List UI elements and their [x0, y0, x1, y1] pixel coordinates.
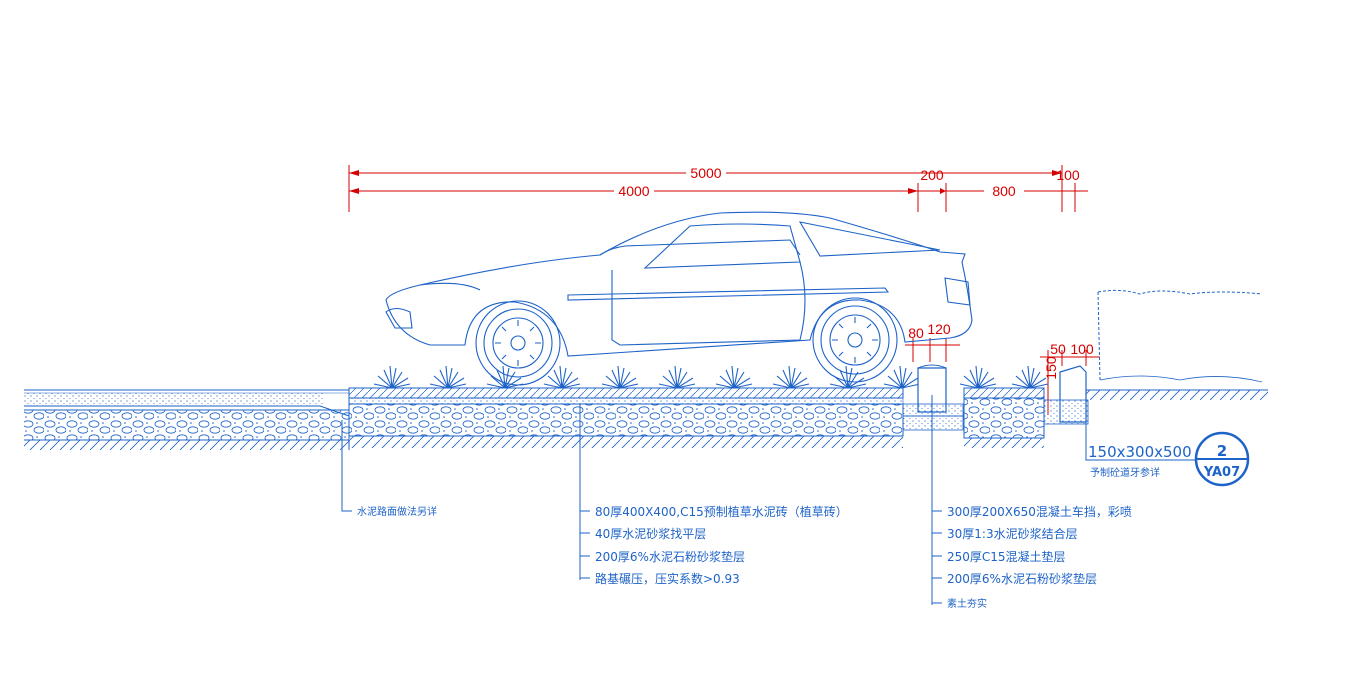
dim-right-vert: 150	[1043, 356, 1059, 380]
leader-lines	[341, 404, 1195, 604]
callout-middle-2: 40厚水泥砂浆找平层	[595, 526, 706, 541]
callout-middle-3: 200厚6%水泥石粉砂浆垫层	[595, 549, 745, 564]
concrete-road-section	[24, 389, 350, 450]
dimension-lines	[348, 165, 1100, 415]
car-illustration	[385, 211, 973, 386]
dimension-labels: 5000 4000 200 800 100 80 120 50 100 150	[614, 164, 1094, 380]
callout-right-5: 素土夯实	[947, 597, 987, 610]
callout-right-1: 300厚200X650混凝土车挡，彩喷	[947, 504, 1132, 519]
grass-paver-section	[348, 387, 904, 448]
section-mark-number: 2	[1217, 442, 1227, 460]
dim-right-b: 100	[1070, 341, 1094, 357]
dim-top-a: 4000	[618, 183, 649, 199]
right-planter-section	[963, 289, 1268, 448]
dim-right-a: 50	[1050, 341, 1066, 357]
curbstone-size: 150x300x500	[1088, 443, 1192, 461]
callout-middle: 80厚400X400,C15预制植草水泥砖（植草砖） 40厚水泥砂浆找平层 20…	[595, 504, 848, 586]
callout-right-2: 30厚1:3水泥砂浆结合层	[947, 526, 1078, 541]
callout-middle-1: 80厚400X400,C15预制植草水泥砖（植草砖）	[595, 504, 848, 519]
callout-right-4: 200厚6%水泥石粉砂浆垫层	[947, 571, 1097, 586]
callout-curbstone: 150x300x500 予制砼道牙参详	[1088, 443, 1192, 479]
callout-left: 水泥路面做法另详	[357, 505, 437, 518]
dim-top-b: 200	[920, 167, 944, 183]
callout-middle-4: 路基碾压，压实系数>0.93	[595, 571, 740, 586]
section-mark-sheet: YA07	[1203, 465, 1240, 480]
callout-concrete-road: 水泥路面做法另详	[357, 505, 437, 518]
dim-curb-a: 80	[908, 325, 924, 341]
dim-top-c: 800	[992, 183, 1016, 199]
dim-top-total: 5000	[690, 165, 721, 181]
dim-curb-b: 120	[927, 321, 951, 337]
curbstone-note: 予制砼道牙参详	[1090, 466, 1160, 479]
car-stop-curb	[902, 364, 964, 605]
callout-right: 300厚200X650混凝土车挡，彩喷 30厚1:3水泥砂浆结合层 250厚C1…	[947, 504, 1132, 610]
callout-right-3: 250厚C15混凝土垫层	[947, 549, 1066, 564]
dim-top-d: 100	[1056, 167, 1080, 183]
grass-tufts	[373, 365, 1049, 389]
section-mark: 2 YA07	[1194, 431, 1250, 487]
